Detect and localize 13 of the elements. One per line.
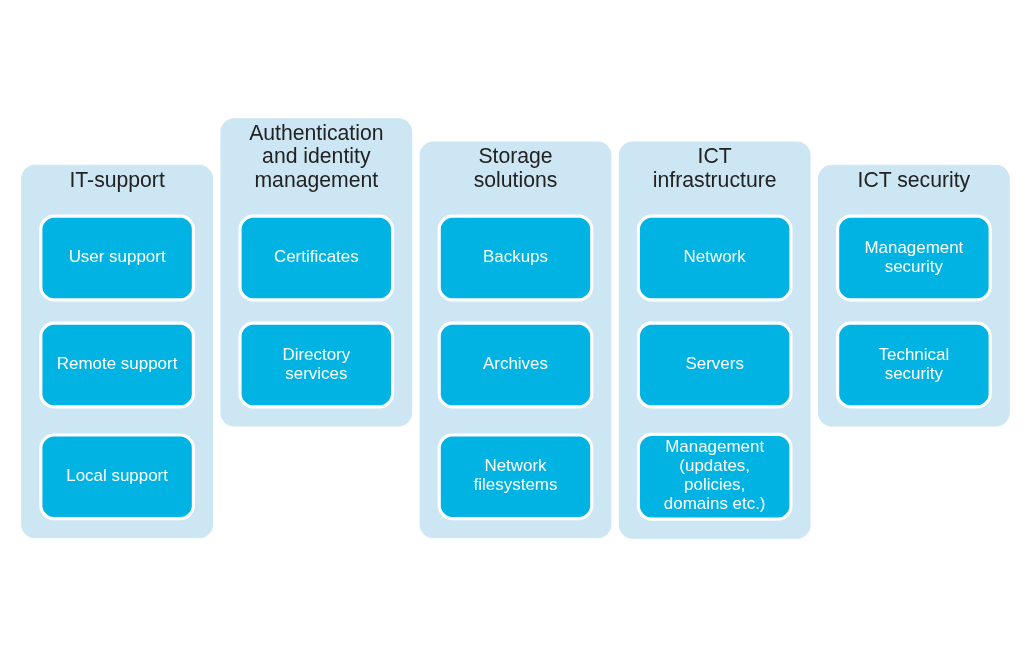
node-box: Technical security (836, 321, 992, 408)
node-box: Servers (636, 321, 793, 408)
node-box: Backups (437, 214, 594, 301)
node-box: Remote support (39, 321, 195, 408)
node-box: Management (updates, policies, domains etc.) (636, 432, 793, 521)
node-box: Management security (836, 214, 992, 301)
node-box: Network (636, 214, 793, 301)
node-box: Local support (39, 432, 195, 520)
node-box: Certificates (238, 214, 395, 301)
node-box: Directory services (238, 321, 395, 408)
node-box: Network filesystems (437, 432, 594, 520)
node-box: User support (39, 214, 195, 301)
node-box: Archives (437, 321, 594, 408)
